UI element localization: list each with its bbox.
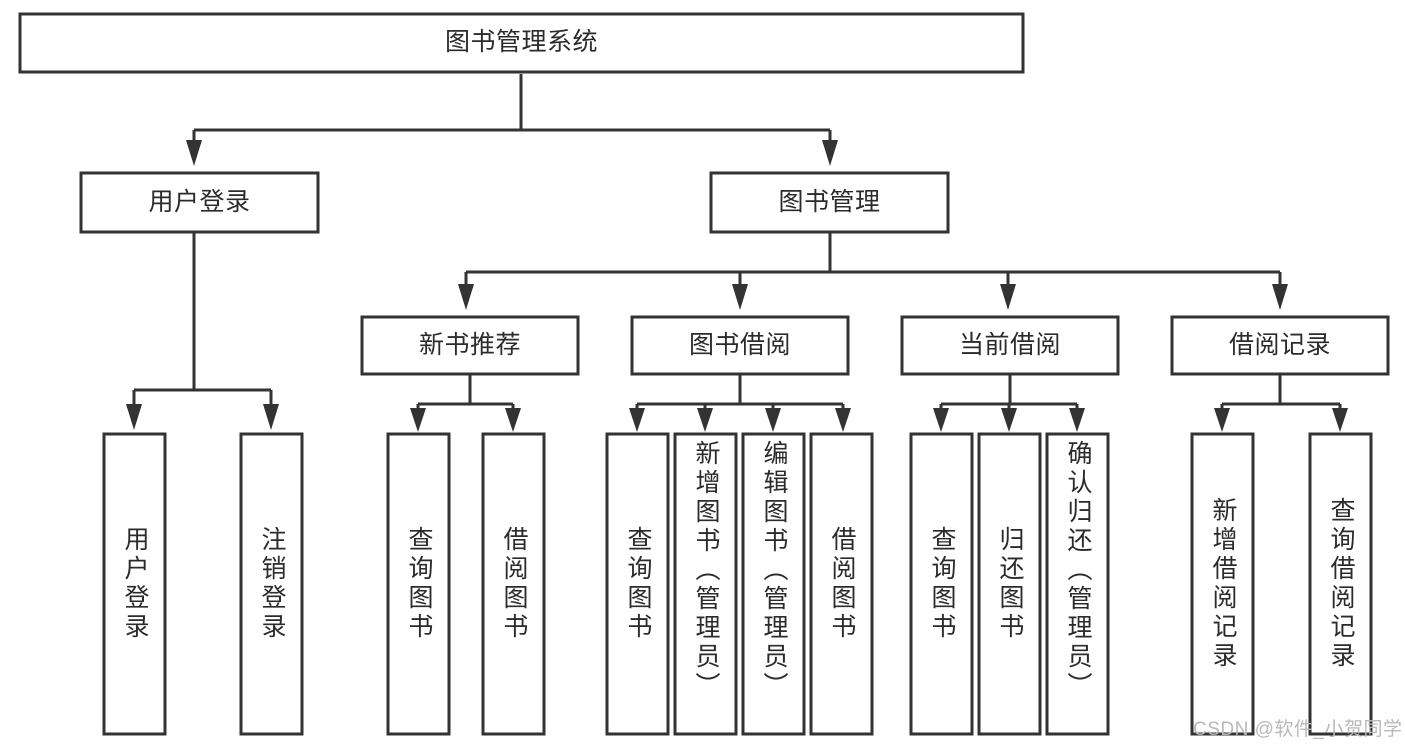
node-box-leaf-query-book-3[interactable] bbox=[909, 432, 974, 736]
connector-current-borrow-to-leaves bbox=[933, 374, 1085, 432]
arrow-head-book-borrow bbox=[732, 284, 748, 310]
connector-root-to-level1 bbox=[186, 74, 838, 166]
node-box-leaf-user-logout[interactable] bbox=[239, 432, 304, 736]
arrow-head-leaf-add-book bbox=[697, 408, 713, 432]
connector-borrow-record-to-leaves bbox=[1214, 374, 1348, 432]
node-box-leaf-return-book[interactable] bbox=[977, 432, 1042, 736]
connector-new-book-rec-to-leaves bbox=[410, 374, 521, 432]
arrow-head-leaf-add-record bbox=[1214, 408, 1230, 432]
arrow-head-user-login bbox=[186, 140, 202, 166]
node-box-book-borrow[interactable] bbox=[630, 315, 850, 376]
arrow-head-leaf-query-book-3 bbox=[933, 408, 949, 432]
node-box-leaf-borrow-book-2[interactable] bbox=[809, 432, 874, 736]
arrow-head-leaf-user-logout bbox=[263, 404, 279, 430]
arrow-head-current-borrow bbox=[1000, 284, 1016, 310]
node-box-borrow-record[interactable] bbox=[1170, 315, 1390, 376]
arrow-head-leaf-borrow-book-2 bbox=[835, 408, 851, 432]
node-box-new-book-rec[interactable] bbox=[360, 315, 580, 376]
arrow-head-leaf-query-book-2 bbox=[629, 408, 645, 432]
node-box-leaf-query-book-1[interactable] bbox=[386, 432, 451, 736]
connector-book-manage-to-level2 bbox=[458, 232, 1288, 310]
connector-user-login-to-leaves bbox=[126, 232, 279, 430]
arrow-head-leaf-query-book-1 bbox=[410, 408, 426, 432]
arrow-head-leaf-user-login bbox=[126, 404, 142, 430]
connector-book-borrow-to-leaves bbox=[629, 374, 851, 432]
arrow-head-leaf-borrow-book-1 bbox=[505, 408, 521, 432]
node-box-leaf-query-book-2[interactable] bbox=[605, 432, 670, 736]
node-box-current-borrow[interactable] bbox=[900, 315, 1120, 376]
node-box-leaf-add-record[interactable] bbox=[1190, 432, 1255, 736]
node-box-root[interactable] bbox=[18, 12, 1025, 74]
watermark-text: CSDN @软件_小贺同学 bbox=[1193, 719, 1403, 740]
arrow-head-leaf-confirm-return bbox=[1069, 408, 1085, 432]
node-box-leaf-edit-book[interactable] bbox=[741, 432, 806, 736]
arrow-head-book-manage bbox=[822, 140, 838, 166]
node-box-leaf-query-record[interactable] bbox=[1308, 432, 1373, 736]
node-box-leaf-add-book[interactable] bbox=[673, 432, 738, 736]
arrow-head-leaf-query-record bbox=[1332, 408, 1348, 432]
node-box-leaf-confirm-return[interactable] bbox=[1045, 432, 1110, 736]
arrow-head-borrow-record bbox=[1272, 284, 1288, 310]
node-box-user-login[interactable] bbox=[79, 171, 320, 234]
node-box-leaf-borrow-book-1[interactable] bbox=[481, 432, 546, 736]
arrow-head-new-book-rec bbox=[458, 284, 474, 310]
arrow-head-leaf-edit-book bbox=[765, 408, 781, 432]
node-box-book-manage[interactable] bbox=[709, 171, 950, 234]
node-box-leaf-user-login[interactable] bbox=[102, 432, 167, 736]
arrow-head-leaf-return-book bbox=[1001, 408, 1017, 432]
